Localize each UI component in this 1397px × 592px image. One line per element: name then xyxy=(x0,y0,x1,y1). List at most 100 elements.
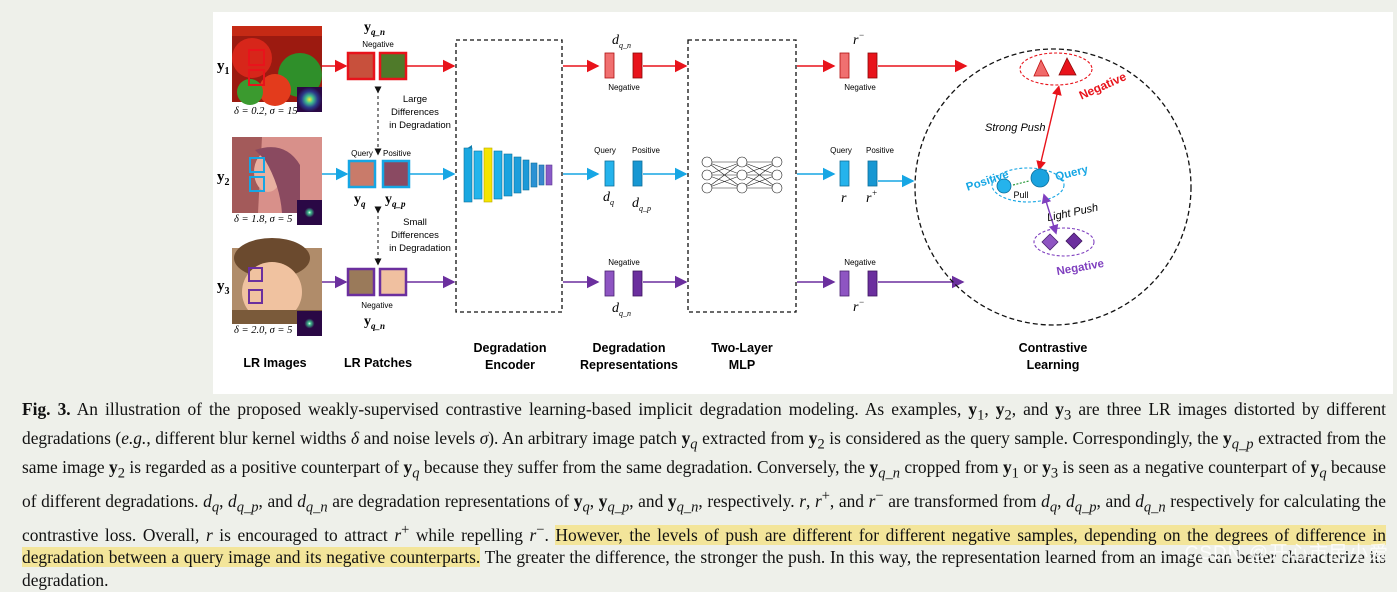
lr-image-1 xyxy=(232,26,322,106)
patch-sym-top: yq_n xyxy=(364,20,385,37)
r-sym-top: r− xyxy=(853,30,865,48)
patch-negative-1a xyxy=(346,51,376,81)
d-label-positive: Positive xyxy=(632,146,661,155)
neg-cluster-top xyxy=(1019,52,1093,86)
neg-cluster-bottom xyxy=(1033,227,1095,257)
mlp-edge xyxy=(741,174,778,189)
small-diff-text-3: in Degradation xyxy=(389,243,451,254)
positive-cluster xyxy=(991,167,1065,203)
col-label-reps-2: Representations xyxy=(580,358,678,372)
r-neg-1b xyxy=(867,52,878,79)
d-neg-3a xyxy=(604,270,615,297)
y1-label: y1 xyxy=(217,58,230,77)
patch-label-negative-bottom: Negative xyxy=(361,301,393,310)
col-label-cl-2: Learning xyxy=(1027,358,1080,372)
lr-image-2 xyxy=(232,137,322,213)
r-sym-q: r xyxy=(841,191,847,206)
large-diff-text-3: in Degradation xyxy=(389,120,451,131)
light-push-arrow xyxy=(1041,193,1059,235)
figure-caption: Fig. 3. An illustration of the proposed … xyxy=(22,399,1386,591)
col-label-encoder-2: Encoder xyxy=(485,358,535,372)
patch-label-query: Query xyxy=(351,149,373,158)
mlp-node xyxy=(701,182,713,194)
d-sym-top: dq_n xyxy=(612,33,631,50)
mlp-edge xyxy=(706,161,743,176)
mlp-node xyxy=(736,182,748,194)
patch-sym-q: yq xyxy=(354,192,366,209)
r-label-neg-bottom: Negative xyxy=(844,258,876,267)
patch-positive xyxy=(381,159,411,189)
d-neg-1b xyxy=(632,52,643,79)
kernel-thumbnail-1 xyxy=(297,87,322,112)
mlp-node xyxy=(771,182,783,194)
mlp-edge xyxy=(706,174,743,189)
mlp-node xyxy=(701,156,713,168)
patch-label-positive: Positive xyxy=(383,149,412,158)
kernel-thumbnail-2 xyxy=(297,200,322,225)
d-label-neg-bottom: Negative xyxy=(608,258,640,267)
watermark: CSDN @开心市民小爱 xyxy=(1184,543,1389,564)
patch-negative-3b xyxy=(378,267,408,297)
col-label-encoder-1: Degradation xyxy=(474,341,547,355)
r-label-positive: Positive xyxy=(866,146,895,155)
d-neg-3b xyxy=(632,270,643,297)
d-neg-1a xyxy=(604,52,615,79)
d-label-neg-top: Negative xyxy=(608,83,640,92)
col-label-mlp-1: Two-Layer xyxy=(711,341,773,355)
params-1: δ = 0.2, σ = 15 xyxy=(234,106,298,117)
col-label-mlp-2: MLP xyxy=(729,358,755,372)
mlp-node xyxy=(771,169,783,181)
figure-background xyxy=(213,12,1393,394)
mlp-edge xyxy=(706,161,743,189)
patch-label-negative-top: Negative xyxy=(362,40,394,49)
figure-diagram: y1 y2 y3 δ = 0.2, σ = 15 δ = 1.8, σ = 5 … xyxy=(213,12,1393,394)
patch-negative-3a xyxy=(346,267,376,297)
mlp-edge xyxy=(741,161,778,176)
small-diff-text-1: Small xyxy=(403,217,427,228)
pull-label: Pull xyxy=(1013,190,1028,200)
patch-sym-qp: yq_p xyxy=(385,192,406,209)
r-neg-1a xyxy=(839,52,850,79)
y3-label: y3 xyxy=(217,278,230,297)
mlp-node xyxy=(736,156,748,168)
encoder-box xyxy=(455,39,563,313)
d-sym-bottom: dq_n xyxy=(612,301,631,318)
mlp-node xyxy=(701,169,713,181)
patch-negative-1b xyxy=(378,51,408,81)
d-sym-qp: dq_p xyxy=(632,196,651,213)
large-diff-text-1: Large xyxy=(403,94,427,105)
r-sym-bottom: r− xyxy=(853,297,865,315)
patch-sym-bottom: yq_n xyxy=(364,314,385,331)
mlp-network xyxy=(701,156,783,194)
params-2: δ = 1.8, σ = 5 xyxy=(234,214,292,225)
strong-push-label: Strong Push xyxy=(985,122,1046,134)
col-label-lr-images: LR Images xyxy=(243,356,306,370)
r-query xyxy=(839,160,850,187)
y2-label: y2 xyxy=(217,169,230,188)
r-neg-3b xyxy=(867,270,878,297)
large-diff-text-2: Differences xyxy=(391,107,439,118)
caption-fig-label: Fig. 3. xyxy=(22,399,71,419)
r-label-query: Query xyxy=(830,146,852,155)
mlp-node xyxy=(771,156,783,168)
r-neg-3a xyxy=(839,270,850,297)
r-sym-p: r+ xyxy=(866,188,878,206)
neg-point-top-a xyxy=(1033,59,1050,77)
params-3: δ = 2.0, σ = 5 xyxy=(234,325,292,336)
col-label-lr-patches: LR Patches xyxy=(344,356,412,370)
pull-arrow xyxy=(1012,180,1030,186)
small-diff-text-2: Differences xyxy=(391,230,439,241)
col-label-reps-1: Degradation xyxy=(593,341,666,355)
neg-point-bottom-a xyxy=(1041,233,1059,251)
mlp-box xyxy=(687,39,797,313)
neg-point-bottom-b xyxy=(1065,232,1083,250)
mlp-edge xyxy=(741,161,778,189)
mlp-node xyxy=(736,169,748,181)
d-positive xyxy=(632,160,643,187)
patch-query xyxy=(347,159,377,189)
contrastive-circle xyxy=(914,48,1192,326)
r-plus-point xyxy=(996,178,1012,194)
strong-push-arrow xyxy=(1036,85,1062,171)
d-label-query: Query xyxy=(594,146,616,155)
r-point xyxy=(1030,168,1050,188)
